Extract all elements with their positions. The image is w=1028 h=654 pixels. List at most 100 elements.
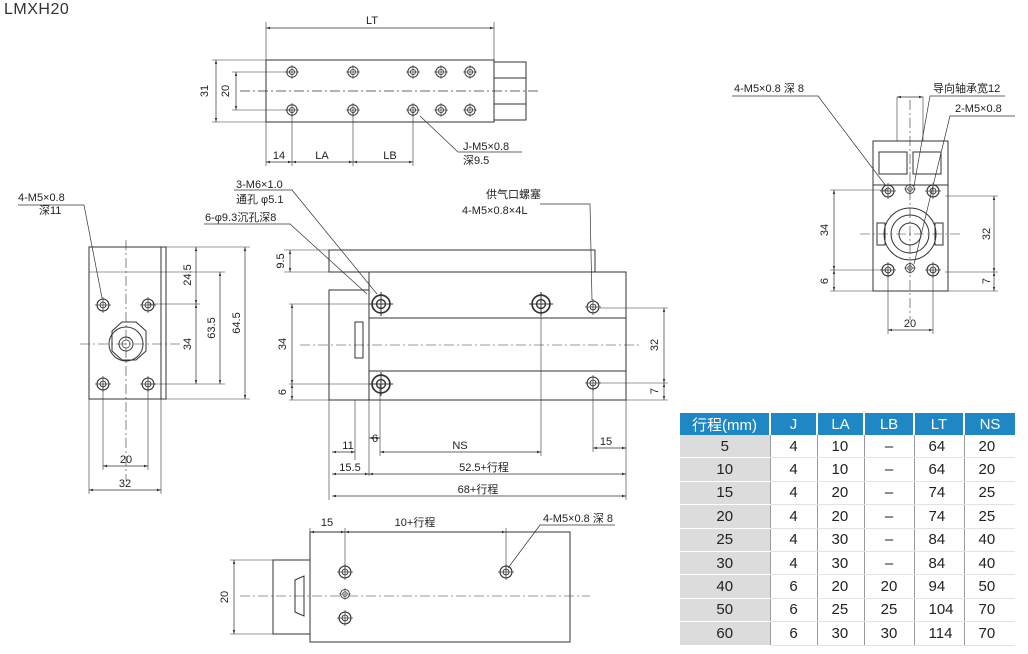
stroke-cell: 50 bbox=[680, 598, 770, 623]
callout-guide-bearing: 导向轴承宽12 bbox=[933, 81, 1000, 95]
callout-m5: 4-M5×0.8 bbox=[18, 192, 65, 204]
callout-m6: 3-M6×1.0 bbox=[236, 179, 283, 191]
callout-through: 通孔 φ5.1 bbox=[236, 193, 283, 206]
value-cell: 20 bbox=[863, 574, 914, 599]
table-header-row: 行程(mm) J LA LB LT NS bbox=[680, 413, 1015, 435]
stroke-cell: 15 bbox=[680, 481, 770, 506]
stroke-cell: 5 bbox=[680, 435, 770, 459]
mount-hole bbox=[140, 297, 156, 313]
stroke-cell: 40 bbox=[680, 574, 770, 599]
value-cell: 20 bbox=[963, 435, 1015, 459]
value-cell: 20 bbox=[816, 504, 864, 529]
stroke-cell: 60 bbox=[680, 621, 770, 646]
left-view bbox=[18, 204, 250, 494]
value-cell: 84 bbox=[913, 528, 964, 552]
value-cell: 64 bbox=[913, 435, 964, 459]
mount-hole bbox=[95, 376, 111, 392]
value-cell: 10 bbox=[816, 457, 864, 482]
col-header: J bbox=[770, 413, 818, 435]
value-cell: 25 bbox=[863, 598, 914, 623]
value-cell: 6 bbox=[769, 598, 817, 623]
stroke-cell: 10 bbox=[680, 457, 770, 482]
value-cell: – bbox=[863, 457, 914, 482]
dim-15: 15 bbox=[600, 436, 612, 448]
dim-34: 34 bbox=[819, 224, 831, 236]
mount-hole bbox=[434, 65, 448, 79]
value-cell: 4 bbox=[769, 551, 817, 576]
value-cell: 30 bbox=[816, 621, 864, 646]
mount-hole bbox=[406, 103, 420, 117]
dim-6b: 6 bbox=[372, 433, 378, 445]
value-cell: 4 bbox=[769, 528, 817, 552]
value-cell: – bbox=[863, 435, 914, 459]
value-cell: 40 bbox=[963, 551, 1015, 576]
value-cell: 84 bbox=[913, 551, 964, 576]
value-cell: 6 bbox=[769, 621, 817, 646]
dim-lb: LB bbox=[383, 150, 396, 162]
end-view bbox=[732, 95, 1015, 334]
dim-la: LA bbox=[315, 150, 329, 162]
value-cell: 74 bbox=[913, 504, 964, 529]
col-header: 行程(mm) bbox=[680, 413, 771, 435]
value-cell: 94 bbox=[913, 574, 964, 599]
dim-7: 7 bbox=[981, 278, 993, 284]
dim-20: 20 bbox=[904, 318, 916, 330]
value-cell: 10 bbox=[816, 435, 864, 459]
dim-ns: NS bbox=[452, 440, 467, 452]
dim-10-stroke: 10+行程 bbox=[395, 516, 436, 529]
mount-hole bbox=[463, 103, 477, 117]
tapped-hole bbox=[880, 262, 896, 278]
mount-hole bbox=[95, 297, 111, 313]
mount-hole bbox=[285, 65, 299, 79]
bottom-view-holes bbox=[337, 564, 514, 626]
dim-34: 34 bbox=[182, 338, 194, 350]
value-cell: 70 bbox=[963, 621, 1015, 646]
dim-7: 7 bbox=[649, 388, 661, 394]
dim-6: 6 bbox=[819, 278, 831, 284]
tapped-hole bbox=[337, 610, 353, 626]
callout-j-depth: 深9.5 bbox=[463, 154, 489, 167]
value-cell: 114 bbox=[913, 621, 964, 646]
counterbore-hole bbox=[369, 292, 393, 316]
value-cell: 6 bbox=[769, 574, 817, 599]
counterbore-hole bbox=[369, 372, 393, 396]
dim-68: 68+行程 bbox=[458, 483, 499, 496]
col-header: LT bbox=[914, 413, 965, 435]
value-cell: – bbox=[863, 528, 914, 552]
mount-hole bbox=[434, 103, 448, 117]
mount-hole bbox=[285, 103, 299, 117]
callout-port-spec: 4-M5×0.8×4L bbox=[462, 205, 527, 217]
value-cell: – bbox=[863, 481, 914, 506]
col-header: LA bbox=[817, 413, 865, 435]
value-cell: – bbox=[863, 504, 914, 529]
center-hole bbox=[339, 588, 351, 600]
value-cell: 30 bbox=[816, 551, 864, 576]
value-cell: 4 bbox=[769, 481, 817, 506]
value-cell: 64 bbox=[913, 457, 964, 482]
value-cell: 50 bbox=[963, 574, 1015, 599]
value-cell: 30 bbox=[816, 528, 864, 552]
value-cell: 20 bbox=[963, 457, 1015, 482]
dim-52-5: 52.5+行程 bbox=[459, 461, 509, 474]
stroke-cell: 20 bbox=[680, 504, 770, 529]
tapped-hole bbox=[925, 262, 941, 278]
tapped-hole bbox=[585, 375, 601, 391]
value-cell: 40 bbox=[963, 528, 1015, 552]
mount-hole bbox=[406, 65, 420, 79]
dim-24-5: 24.5 bbox=[182, 264, 194, 285]
callout-counterbore: 6-φ9.3沉孔深8 bbox=[205, 211, 276, 224]
callout-m5-depth: 4-M5×0.8 深 8 bbox=[734, 82, 804, 95]
dim-31: 31 bbox=[199, 85, 211, 97]
mount-hole bbox=[346, 103, 360, 117]
value-cell: 25 bbox=[816, 598, 864, 623]
top-view bbox=[212, 22, 540, 166]
side-view-holes bbox=[369, 292, 601, 396]
dim-20: 20 bbox=[220, 85, 232, 97]
